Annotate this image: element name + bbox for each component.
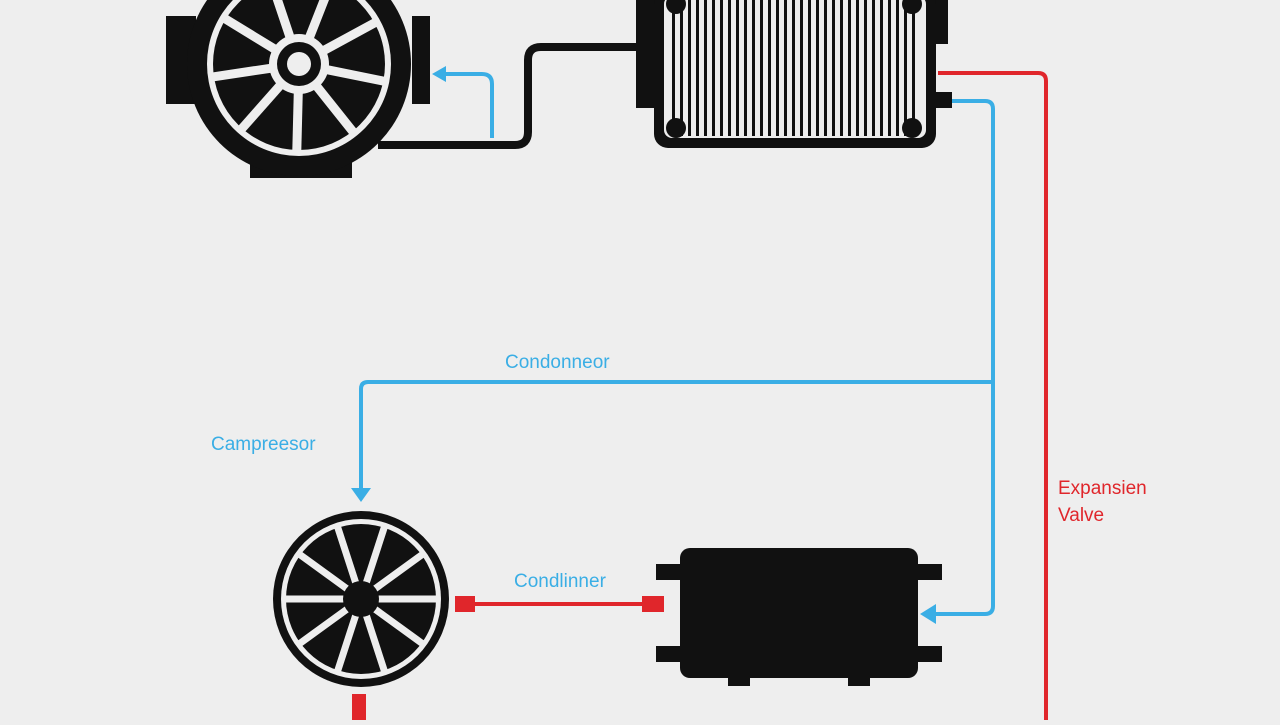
fan-spoke <box>312 83 358 136</box>
liquid-line-blue <box>359 99 995 490</box>
condenser-bottom-label: Condlinner <box>514 571 607 592</box>
coil-fin <box>896 0 899 136</box>
coil-fin <box>840 0 843 136</box>
discharge-pipe <box>378 43 640 149</box>
coil-fin <box>680 0 683 136</box>
fan-spoke <box>371 605 425 647</box>
fan-spoke <box>211 63 272 82</box>
expansion-label-line2: Valve <box>1058 505 1104 526</box>
coil-fin <box>712 0 715 136</box>
coil-fin <box>768 0 771 136</box>
coil-fin <box>832 0 835 136</box>
fan-spoke <box>334 525 360 585</box>
coil-fin <box>888 0 891 136</box>
coil-fin <box>744 0 747 136</box>
coil-fin <box>776 0 779 136</box>
coil-fin <box>792 0 795 136</box>
coil-fin <box>736 0 739 136</box>
expansion-label-line1: Expansien <box>1058 478 1147 499</box>
expansion-valve-block-icon <box>656 548 942 686</box>
coil-fin <box>808 0 811 136</box>
coil-fin <box>720 0 723 136</box>
condenser-coil-icon <box>636 0 952 148</box>
fan-spoke <box>362 525 388 585</box>
liquid-line-arrow-down <box>351 488 371 502</box>
suction-pipe-top <box>444 72 494 138</box>
liquid-line-branch <box>932 382 995 616</box>
fan-spoke <box>321 18 379 55</box>
hot-line-red <box>938 71 1048 720</box>
coil-fin <box>856 0 859 136</box>
coil-fin <box>904 0 907 136</box>
suction-arrow-top <box>432 66 446 82</box>
coil-fin <box>704 0 707 136</box>
liquid-line-arrow-left <box>920 604 936 624</box>
compressor-fan-icon <box>166 0 430 178</box>
fan-spoke <box>297 605 351 647</box>
coil-fin <box>864 0 867 136</box>
fan-spoke <box>237 82 284 133</box>
red-connector-end-right <box>642 596 664 612</box>
fan-spoke <box>272 0 295 39</box>
coil-fin <box>672 0 675 136</box>
fan-spoke <box>371 551 425 593</box>
fan-spoke <box>297 551 351 593</box>
compressor-label: Campreesor <box>211 434 316 455</box>
coil-fin <box>696 0 699 136</box>
coil-fin <box>688 0 691 136</box>
coil-fin <box>816 0 819 136</box>
fan-spoke <box>221 14 278 54</box>
red-connector-end-left <box>455 596 475 612</box>
evaporator-fan-icon <box>273 511 449 687</box>
coil-fin <box>784 0 787 136</box>
coil-fin <box>912 0 915 136</box>
coil-fin <box>728 0 731 136</box>
condenser-top-label: Condonneor <box>505 352 610 373</box>
coil-fin <box>848 0 851 136</box>
fan-spoke <box>362 613 388 673</box>
coil-fin <box>760 0 763 136</box>
red-stub-bottom <box>352 694 366 720</box>
coil-fin <box>880 0 883 136</box>
coil-fin <box>872 0 875 136</box>
fan-spoke <box>325 65 387 86</box>
fan-spoke <box>334 613 360 673</box>
coil-fin <box>824 0 827 136</box>
fan-spoke <box>292 91 303 153</box>
coil-fin <box>752 0 755 136</box>
coil-fin <box>800 0 803 136</box>
fan-spoke <box>305 0 329 40</box>
